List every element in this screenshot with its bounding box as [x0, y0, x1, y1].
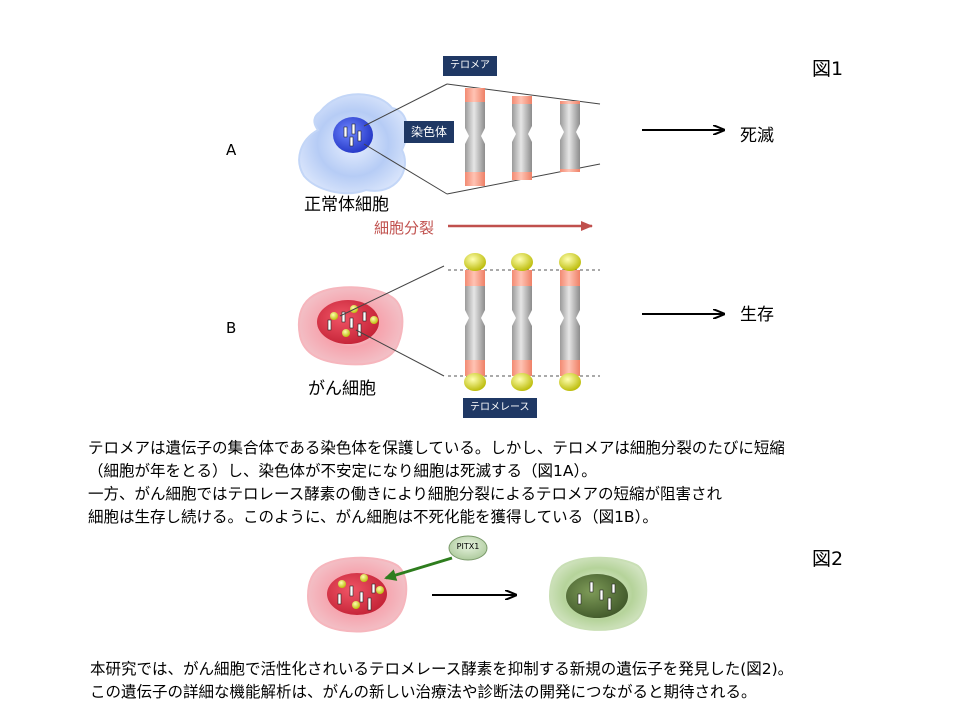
row-a-label: A: [226, 141, 237, 159]
chromosome-b2: [511, 253, 533, 391]
chromosome-tag: 染色体: [404, 121, 455, 143]
paragraph-2-line: この遺伝子の詳細な機能解析は、がんの新しい治療法や診断法の開発につながると期待さ…: [90, 683, 757, 701]
normal-cell-label: 正常体細胞: [304, 195, 389, 215]
figure2-title: 図2: [812, 548, 844, 570]
pitx1-label: PITX1: [456, 542, 480, 551]
chromosome-b1: [464, 253, 486, 391]
paragraph-1-line: 細胞は生存し続ける。このように、がん細胞は不死化能を獲得している（図1B）。: [88, 508, 658, 526]
chromosome-b3: [559, 253, 581, 391]
outcome-b-label: 生存: [740, 305, 774, 325]
chromosome-a2: [512, 96, 532, 180]
normal-cell: [298, 93, 408, 195]
fig2-cancer-cell: [306, 556, 408, 633]
paragraph-1-line: （細胞が年をとる）し、染色体が不安定になり細胞は死滅する（図1A）。: [88, 462, 597, 480]
inhibit-arrow: [384, 556, 453, 581]
division-label: 細胞分裂: [374, 219, 435, 237]
telomere-tag: テロメア: [443, 56, 497, 76]
cancer-cell: [297, 286, 404, 366]
fig2-inhibited-cell: [548, 556, 648, 631]
outcome-a-label: 死滅: [740, 126, 774, 146]
chromosome-a1: [465, 88, 485, 186]
telomerase-tag: テロメレース: [463, 398, 537, 418]
zoom-lines-b: [339, 265, 445, 377]
chromosome-a3: [560, 101, 580, 172]
paragraph-2-line: 本研究では、がん細胞で活性化されいるテロメレース酵素を抑制する新規の遺伝子を発見…: [90, 660, 794, 678]
paragraph-1-line: テロメアは遺伝子の集合体である染色体を保護している。しかし、テロメアは細胞分裂の…: [88, 439, 785, 457]
cancer-cell-label: がん細胞: [308, 379, 376, 399]
figure1-title: 図1: [812, 58, 844, 80]
pitx1-factor: [448, 535, 488, 561]
row-b-label: B: [226, 319, 237, 337]
paragraph-1-line: 一方、がん細胞ではテロレース酵素の働きにより細胞分裂によるテロメアの短縮が阻害さ…: [88, 485, 722, 503]
